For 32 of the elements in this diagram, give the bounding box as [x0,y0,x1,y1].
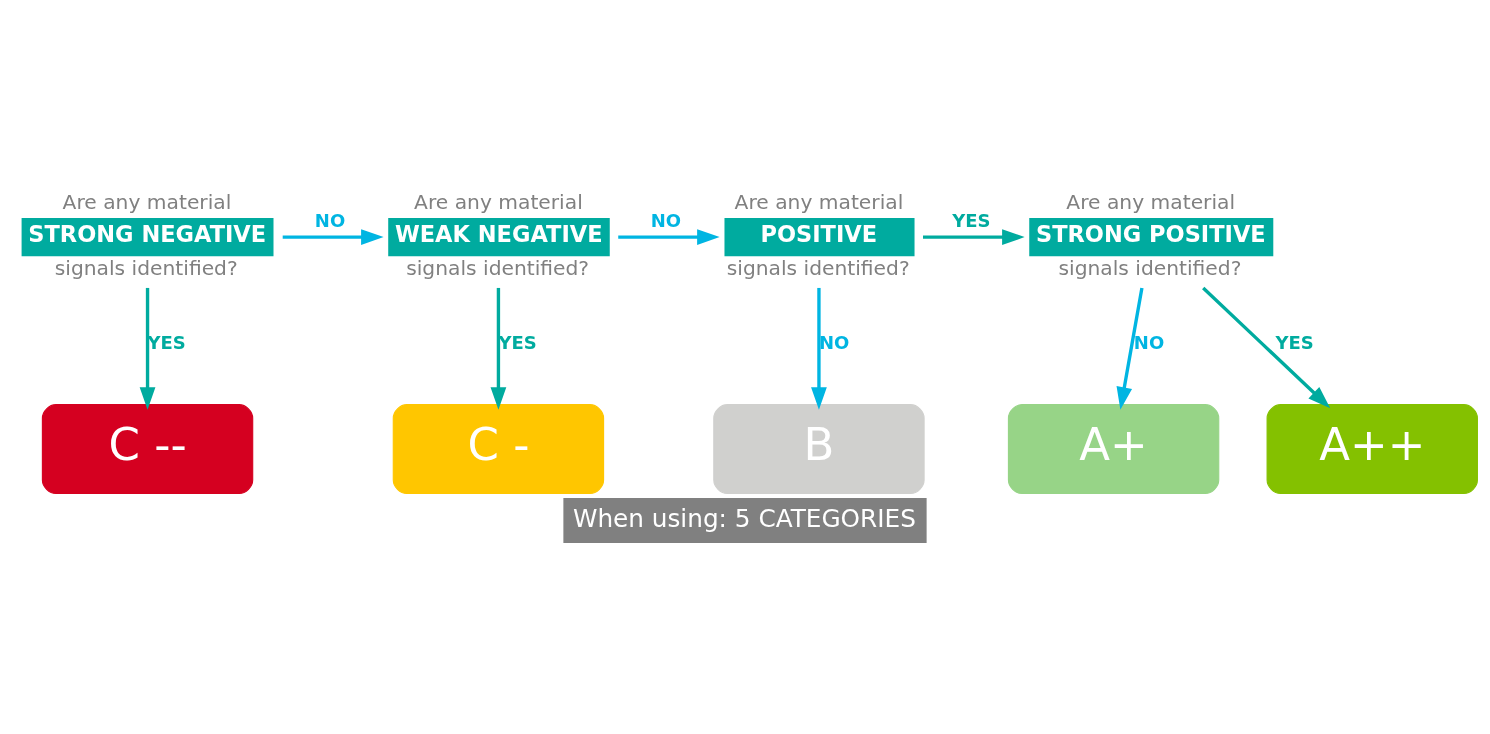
arrow [282,229,384,245]
node-box: POSITIVE [724,218,915,257]
edge-label: NO [650,209,682,231]
node-box: WEAK NEGATIVE [388,218,610,257]
node-label: Are any material [414,190,583,215]
edge-label: YES [952,209,991,231]
edge-label: YES [1275,332,1314,354]
node-label: signals identified? [406,255,590,280]
node-label: signals identified? [1058,255,1242,280]
node-label: Are any material [1066,190,1236,215]
node-box: C -- [41,404,254,495]
edge-label: NO [314,209,346,231]
node-label: signals identified? [54,255,238,280]
node-box: A++ [1266,404,1478,495]
edge-label: YES [498,332,537,354]
arrow [490,287,507,410]
arrow [1202,286,1331,409]
node-box: A+ [1007,404,1220,495]
arrow [139,287,156,410]
arrow [811,287,827,410]
edge-label: YES [147,332,186,354]
arrow [618,229,720,245]
node-box: C - [392,404,605,495]
node-box: STRONG POSITIVE [1029,218,1274,257]
arrow [1116,287,1144,410]
node-label: Are any material [62,190,232,215]
arrow [923,229,1025,245]
node-box: STRONG NEGATIVE [21,218,274,257]
node-label: Are any material [734,190,904,215]
node-label: signals identified? [726,255,910,280]
edge-label: NO [1133,332,1165,354]
caption: When using: 5 CATEGORIES [572,503,916,533]
